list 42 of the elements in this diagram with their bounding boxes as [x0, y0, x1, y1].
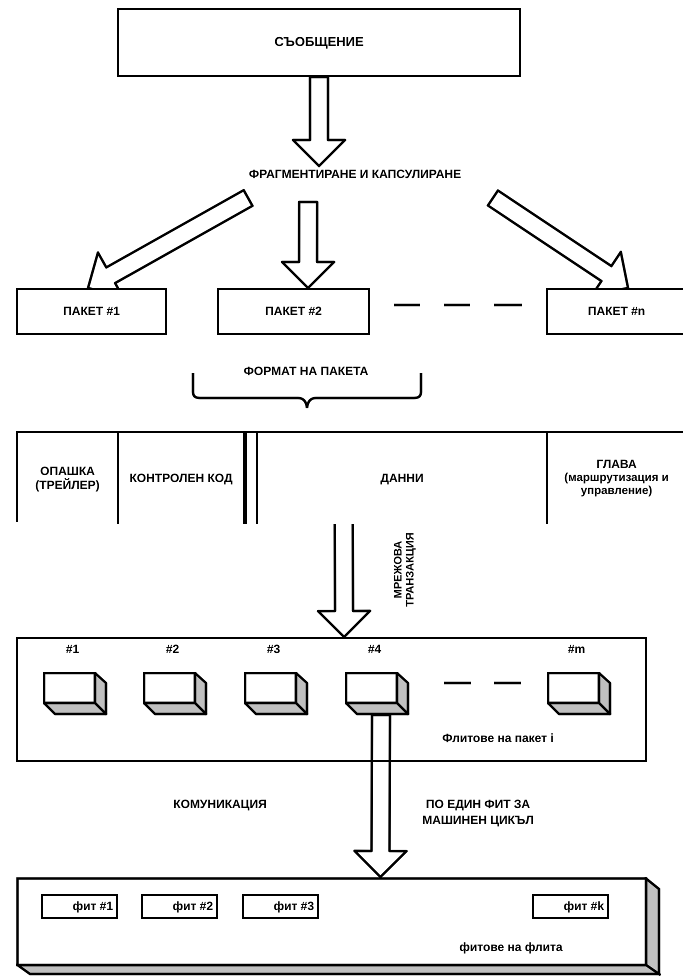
box-label: ПАКЕТ #n: [586, 304, 646, 318]
phit-box: [41, 894, 118, 919]
separator-cell: [245, 433, 258, 524]
packet-format-row: [16, 431, 683, 522]
field-cell: [18, 433, 119, 524]
field-label: (маршрутизация и управление): [563, 472, 670, 499]
packet-box: [546, 288, 683, 335]
flit-number: #2: [164, 643, 180, 658]
note-label: КОМУНИКАЦИЯ: [172, 797, 268, 813]
phit-box: [141, 894, 218, 919]
flit-number: #3: [266, 643, 282, 658]
field-label: ОПАШКА (ТРЕЙЛЕР): [34, 464, 101, 492]
box-caption: фитове на флита: [458, 941, 564, 955]
flit-number: #4: [366, 643, 382, 658]
field-cell: [258, 433, 548, 524]
phit-label: фит #2: [172, 900, 213, 914]
field-label: ГЛАВА: [595, 458, 638, 472]
field-label: ДАННИ: [379, 472, 425, 486]
block-arrow: [353, 714, 408, 878]
phit-label: фит #3: [274, 900, 314, 914]
packet-box: [117, 8, 521, 77]
edge-label: ПО ЕДИН ФИТ ЗА МАШИНЕН ЦИКЪЛ: [421, 797, 535, 828]
packet-box: [217, 288, 370, 335]
edge-label: МРЕЖОВА ТРАНЗАКЦИЯ: [393, 531, 417, 609]
block-arrow: [280, 200, 336, 290]
flit-packet-box: [16, 637, 647, 762]
packet-box: [16, 288, 167, 335]
field-cell: [119, 433, 245, 524]
bracket-label: ФОРМАТ НА ПАКЕТА: [242, 364, 370, 380]
block-arrow: [292, 76, 346, 168]
phit-box: [242, 894, 319, 919]
flit-number: #m: [566, 643, 586, 658]
box-caption: Флитове на пакет i: [441, 732, 555, 746]
flit-number: #1: [64, 643, 80, 658]
process-label: ФРАГМЕНТИРАНЕ И КАПСУЛИРАНЕ: [248, 168, 462, 182]
phit-label: фит #k: [564, 900, 604, 914]
box-label: СЪОБЩЕНИЕ: [273, 35, 365, 50]
box-label: ПАКЕТ #2: [264, 304, 323, 318]
phit-label: фит #1: [72, 900, 113, 914]
field-label: КОНТРОЛЕН КОД: [128, 472, 234, 486]
phit-box: [532, 894, 609, 919]
box-label: ПАКЕТ #1: [62, 304, 121, 318]
